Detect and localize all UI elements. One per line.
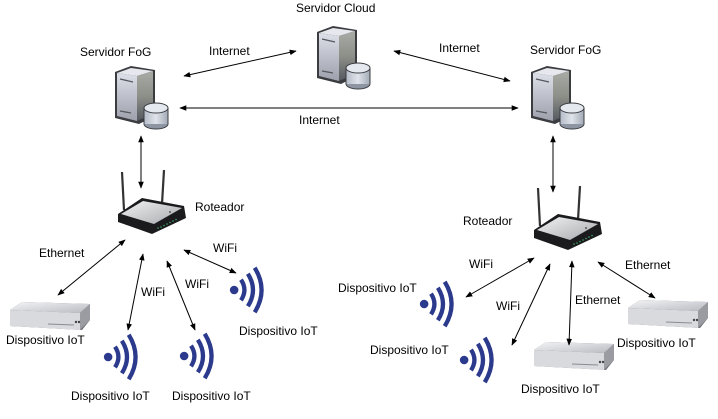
edge-router-left-iot-1 [57, 239, 126, 296]
edge-cloud-fog-right [393, 49, 511, 83]
cloud-server-label: Servidor Cloud [296, 1, 376, 15]
edge-router-right-iot-3 [566, 260, 575, 346]
edge-router-left-iot-4 [183, 249, 237, 274]
iot-right-2-wifi-icon [460, 338, 492, 383]
router-left-label: Roteador [195, 200, 245, 214]
fog-left-server-icon [114, 65, 169, 130]
iot-left-1-box-icon [9, 301, 91, 331]
edge-label-router-left-iot-4: WiFi [213, 241, 237, 255]
edge-label-router-right-iot-2: WiFi [496, 299, 520, 313]
edge-router-right-iot-4 [597, 261, 656, 299]
router-left-icon [116, 170, 188, 236]
iot-left-2-wifi-icon [104, 335, 136, 380]
router-right-icon [532, 186, 604, 252]
edge-label-router-left-iot-1: Ethernet [39, 246, 85, 260]
edge-label-router-left-iot-3: WiFi [185, 277, 209, 291]
edge-cloud-fog-left [183, 49, 297, 78]
iot-right-3-box-icon [533, 341, 615, 371]
iot-left-4-wifi-icon [230, 268, 262, 313]
edge-label-cloud-fog-left: Internet [209, 44, 250, 58]
edge-router-left-iot-2 [126, 253, 145, 331]
iot-left-3-wifi-icon [180, 334, 212, 379]
iot-right-1-wifi-icon [420, 282, 452, 327]
iot-left-4-label: Dispositivo IoT [239, 324, 318, 338]
edge-router-left-iot-3 [166, 260, 196, 331]
fog-left-label: Servidor FoG [80, 45, 152, 59]
iot-right-4-label: Dispositivo IoT [617, 336, 696, 350]
edge-label-fog-fog: Internet [299, 113, 340, 127]
edge-label-cloud-fog-right: Internet [439, 41, 480, 55]
iot-left-3-label: Dispositivo IoT [172, 389, 251, 403]
edge-label-router-right-iot-4: Ethernet [625, 258, 671, 272]
iot-right-4-box-icon [627, 299, 709, 329]
fog-right-server-icon [530, 65, 585, 130]
iot-right-3-label: Dispositivo IoT [521, 382, 600, 396]
iot-right-1-label: Dispositivo IoT [338, 281, 417, 295]
iot-right-2-label: Dispositivo IoT [370, 343, 449, 357]
iot-left-1-label: Dispositivo IoT [6, 333, 85, 347]
edge-router-right-iot-2 [511, 263, 551, 346]
iot-left-2-label: Dispositivo IoT [71, 389, 150, 403]
router-right-label: Roteador [463, 214, 513, 228]
cloud-server-icon [316, 25, 371, 90]
edge-label-router-left-iot-2: WiFi [141, 285, 165, 299]
fog-right-label: Servidor FoG [530, 43, 602, 57]
edge-label-router-right-iot-3: Ethernet [575, 293, 621, 307]
edge-label-router-right-iot-1: WiFi [469, 257, 493, 271]
